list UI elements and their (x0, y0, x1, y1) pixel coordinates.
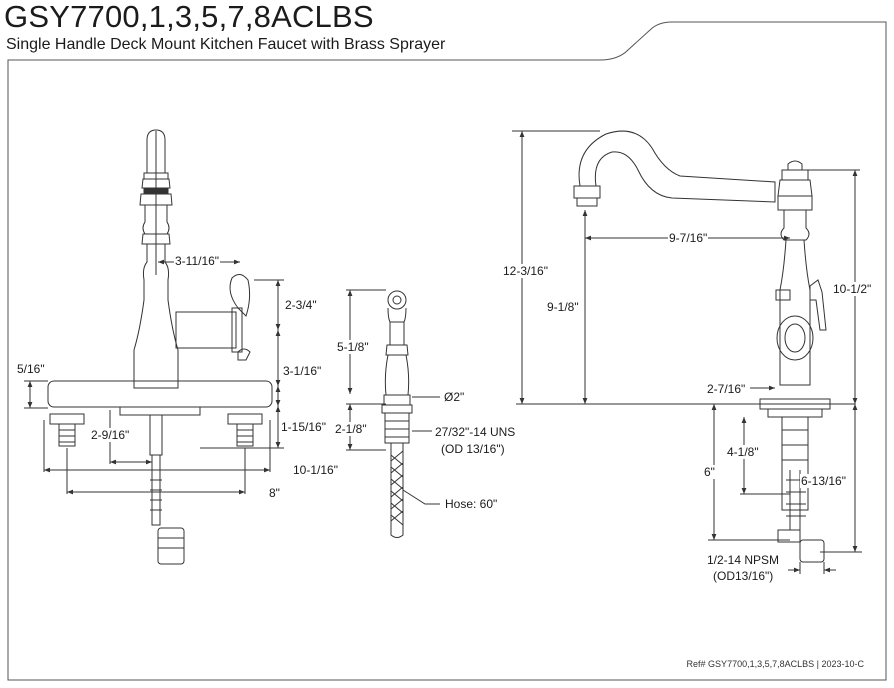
dim-sprayer-diameter: Ø2" (443, 390, 466, 404)
dim-side-under-deck: 6-13/16" (800, 474, 847, 488)
dim-front-spout-offset: 3-11/16" (174, 254, 221, 268)
front-view-faucet (24, 129, 284, 565)
dim-front-plate-height: 1-15/16" (280, 420, 327, 434)
dim-sprayer-thread-od: (OD 13/16") (440, 442, 506, 456)
dim-side-spout-reach: 9-7/16" (668, 231, 709, 245)
dim-front-handle-height: 2-3/4" (284, 298, 318, 312)
page-subtitle: Single Handle Deck Mount Kitchen Faucet … (6, 36, 446, 53)
dim-side-shank-length: 4-1/8" (726, 445, 760, 459)
side-view-faucet (512, 130, 862, 574)
dim-sprayer-height: 5-1/8" (336, 340, 370, 354)
dim-side-base-width: 2-7/16" (706, 382, 747, 396)
dim-front-plate-width: 10-1/16" (292, 463, 339, 477)
dim-front-plate-thickness: 5/16" (16, 362, 46, 376)
dim-side-supply-thread: 1/2-14 NPSM (706, 553, 781, 567)
sprayer-view (346, 289, 440, 538)
footer-ref: Ref# GSY7700,1,3,5,7,8ACLBS | 2023-10-C (686, 659, 864, 669)
dim-sprayer-hose: Hose: 60" (444, 497, 499, 511)
dim-side-supply-length: 6" (703, 465, 716, 479)
dim-side-spout-height: 9-1/8" (546, 300, 580, 314)
dim-sprayer-shank: 2-1/8" (334, 422, 368, 436)
dim-side-total-height: 12-3/16" (502, 264, 549, 278)
page-title: GSY7700,1,3,5,7,8ACLBS (4, 0, 374, 34)
drawing-frame (7, 21, 887, 681)
dim-front-body-height: 3-1/16" (282, 364, 323, 378)
dim-front-center-offset: 2-9/16" (90, 428, 131, 442)
dim-side-supply-od: (OD13/16") (712, 569, 775, 583)
dim-front-hole-spread: 8" (268, 486, 281, 500)
dim-side-handle-height: 10-1/2" (832, 282, 873, 296)
dim-sprayer-thread: 27/32"-14 UNS (434, 425, 517, 439)
